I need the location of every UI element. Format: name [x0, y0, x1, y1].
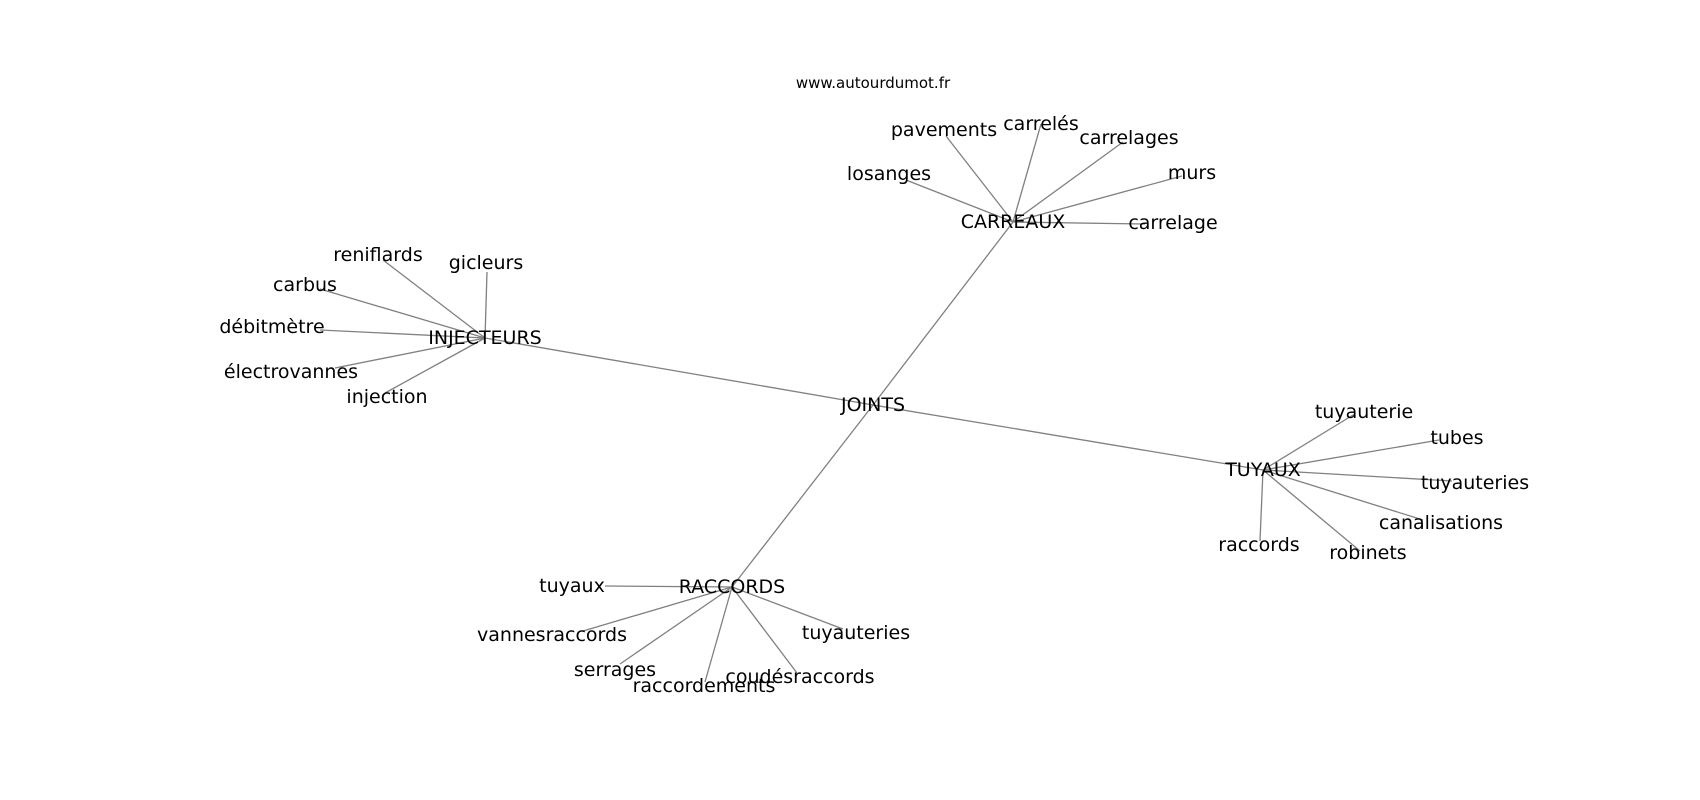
edge-hub-to-leaf — [484, 271, 488, 339]
edge-hub-to-leaf — [334, 337, 486, 369]
node-leaf: raccordements — [633, 675, 776, 697]
node-leaf: vannesraccords — [477, 624, 627, 646]
node-hub: INJECTEURS — [428, 327, 541, 349]
edge-hub-to-leaf — [1262, 414, 1354, 471]
node-leaf: injection — [346, 386, 427, 408]
edge-hub-to-leaf — [1259, 469, 1264, 542]
source-url: www.autourdumot.fr — [796, 74, 951, 92]
edge-hub-to-leaf — [704, 586, 733, 683]
node-leaf: tubes — [1430, 427, 1483, 449]
edge-hub-to-leaf — [731, 586, 798, 674]
edge-hub-to-leaf — [1012, 221, 1146, 225]
node-hub: RACCORDS — [679, 576, 785, 598]
node-hub: TUYAUX — [1224, 459, 1301, 481]
edge-hub-to-leaf — [319, 288, 486, 339]
node-leaf: électrovannes — [224, 361, 358, 383]
node-leaf: carrelages — [1079, 127, 1178, 149]
edge-hub-to-leaf — [619, 586, 733, 665]
node-leaf: carrelage — [1128, 212, 1217, 234]
edge-hub-to-leaf — [319, 329, 486, 339]
edge-hub-to-leaf — [1262, 469, 1453, 482]
node-leaf: losanges — [847, 163, 931, 185]
edge-center-to-hub — [872, 221, 1014, 406]
node-hub: CARREAUX — [961, 211, 1066, 233]
edge-hub-to-leaf — [1012, 175, 1183, 223]
node-leaf: pavements — [891, 119, 997, 141]
edge-hub-to-leaf — [1012, 141, 1124, 223]
edge-hub-to-leaf — [1262, 469, 1361, 552]
edge-hub-to-leaf — [604, 585, 733, 588]
node-leaf: tuyauteries — [802, 622, 910, 644]
node-leaf: serrages — [574, 659, 656, 681]
node-center: JOINTS — [840, 394, 905, 416]
edge-hub-to-leaf — [945, 135, 1014, 223]
node-leaf: coudésraccords — [725, 666, 874, 688]
node-leaf: tuyaux — [539, 575, 605, 597]
edge-hub-to-leaf — [1262, 439, 1440, 471]
edge-center-to-hub — [872, 404, 1264, 471]
edges-layer — [319, 123, 1453, 683]
node-leaf: débitmètre — [219, 316, 324, 338]
edge-hub-to-leaf — [384, 337, 486, 394]
node-leaf: tuyauteries — [1421, 472, 1529, 494]
edge-hub-to-leaf — [582, 586, 733, 632]
edge-hub-to-leaf — [1262, 469, 1424, 521]
node-leaf: canalisations — [1379, 512, 1503, 534]
node-leaf: raccords — [1218, 534, 1299, 556]
edge-hub-to-leaf — [1012, 123, 1042, 223]
node-leaf: murs — [1168, 162, 1216, 184]
edge-center-to-hub — [484, 337, 874, 406]
node-leaf: carrelés — [1003, 113, 1079, 135]
node-leaf: robinets — [1329, 542, 1406, 564]
node-leaf: reniflards — [333, 244, 422, 266]
edge-hub-to-leaf — [382, 259, 486, 339]
node-leaf: gicleurs — [449, 252, 524, 274]
edge-hub-to-leaf — [905, 179, 1014, 223]
edge-center-to-hub — [731, 404, 874, 588]
node-leaf: carbus — [273, 274, 337, 296]
node-leaf: tuyauterie — [1315, 401, 1413, 423]
edge-hub-to-leaf — [731, 586, 844, 630]
